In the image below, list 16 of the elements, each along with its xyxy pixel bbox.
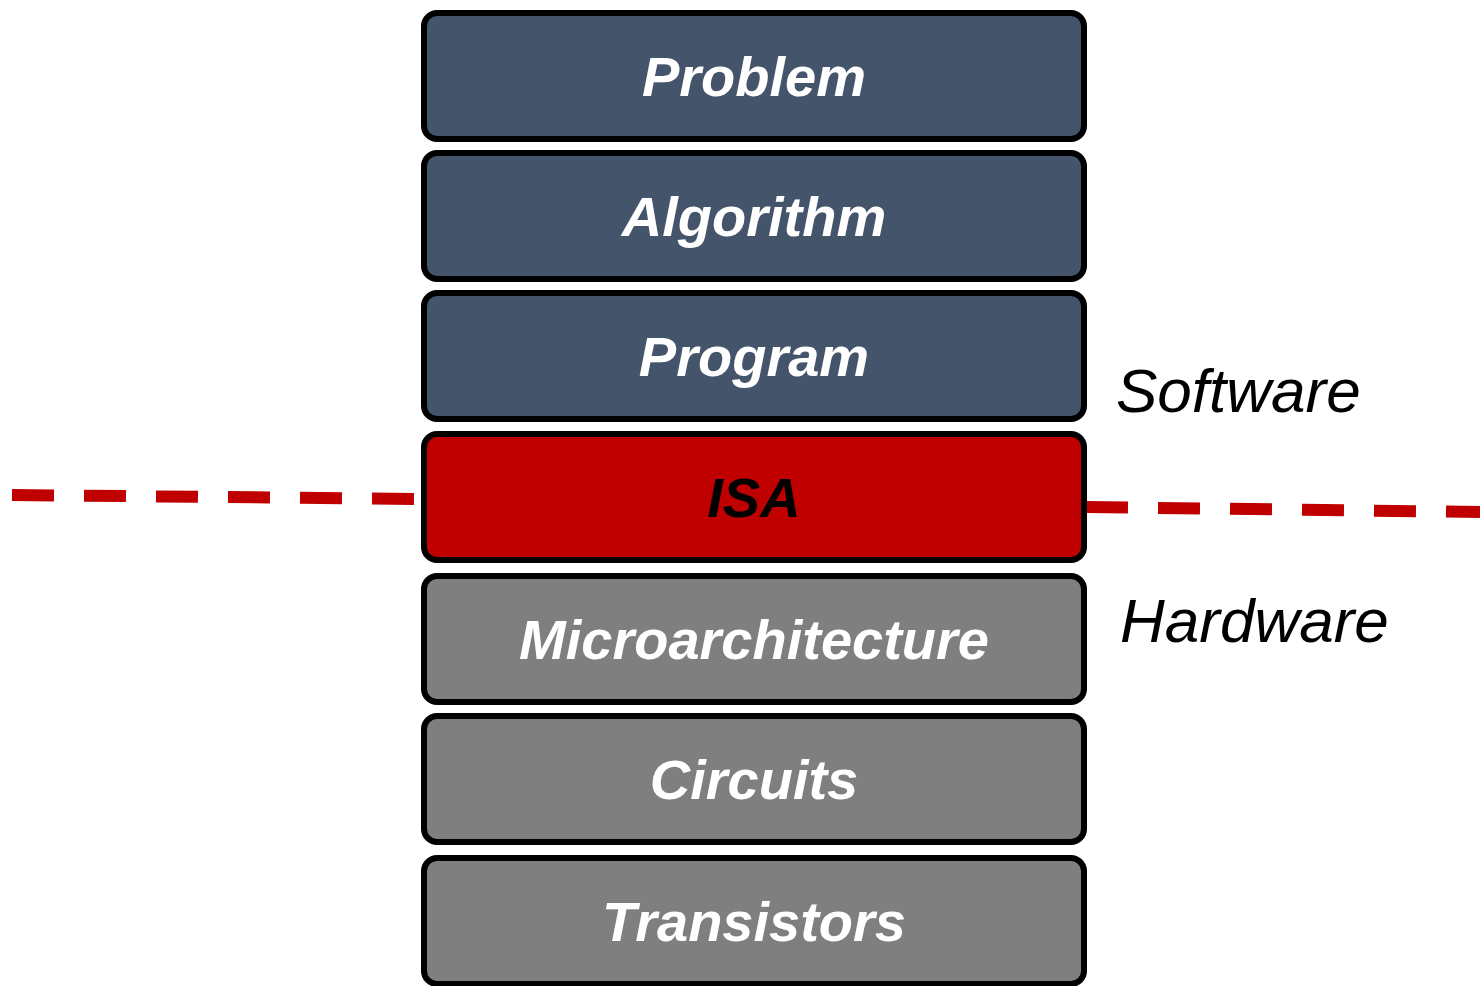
layer-box (421, 290, 1087, 422)
layer-label: Algorithm (621, 183, 887, 249)
layer-label: Circuits (649, 746, 859, 812)
layer-label: ISA (707, 464, 801, 530)
layer-box (421, 10, 1087, 142)
layer-box (421, 431, 1087, 563)
layer-label: Problem (641, 43, 867, 109)
side-label: Hardware (1120, 585, 1389, 656)
layer-label: Program (638, 323, 870, 389)
layer-box (421, 150, 1087, 282)
layer-box (421, 855, 1087, 986)
layer-box (421, 573, 1087, 705)
layer-label: Transistors (602, 888, 906, 954)
layer-box (421, 713, 1087, 845)
layer-label: Microarchitecture (519, 606, 989, 672)
side-label: Software (1116, 355, 1361, 426)
